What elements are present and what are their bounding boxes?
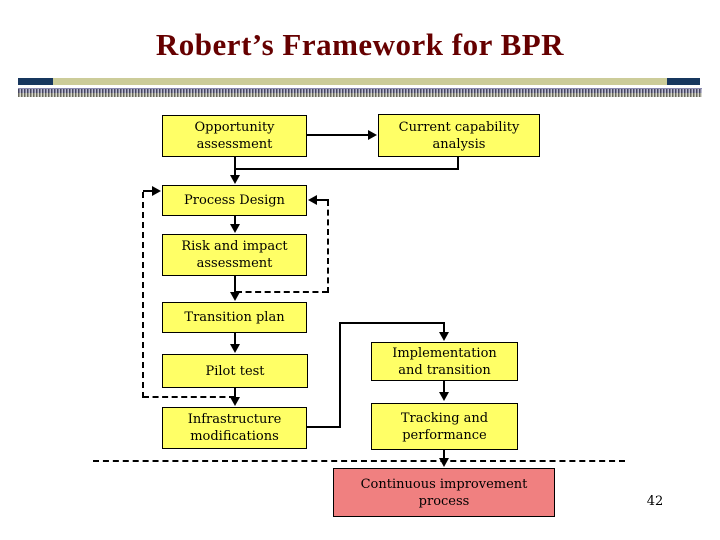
connector-opportunity-down <box>234 157 236 178</box>
flow-node-continuous-improvement-process: Continuous improvement process <box>333 468 555 517</box>
flow-node-pilot-test: Pilot test <box>162 354 308 388</box>
arrowhead-into-risk <box>230 224 240 233</box>
feedback-left-vertical <box>142 192 144 398</box>
page-number: 42 <box>646 494 664 509</box>
arrowhead-into-pilot <box>230 344 240 353</box>
connector-opportunity-to-capability <box>307 134 369 136</box>
arrowhead-into-tracking <box>439 392 449 401</box>
flow-node-infrastructure-modifications: Infrastructure modifications <box>162 407 307 449</box>
feedback-right-top <box>317 199 329 201</box>
feedback-right-bottom <box>236 291 328 293</box>
arrowhead-into-continuous <box>439 458 449 467</box>
feedback-left-bottom <box>143 396 235 398</box>
divider-stripe-top <box>18 88 702 93</box>
flow-node-tracking-and-performance: Tracking and performance <box>371 403 518 450</box>
connector-into-implementation <box>443 324 445 334</box>
divider-tan-bar <box>53 78 667 85</box>
connector-infrastructure-out <box>307 426 341 428</box>
flow-node-risk-and-impact-assessment: Risk and impact assessment <box>162 234 307 276</box>
arrowhead-feedback-into-process-design-right <box>308 195 317 205</box>
flow-node-process-design: Process Design <box>162 185 307 216</box>
arrowhead-into-infrastructure <box>230 397 240 406</box>
feedback-right-vertical <box>327 200 329 293</box>
arrowhead-into-implementation <box>439 332 449 341</box>
connector-implementation-to-tracking <box>443 381 445 394</box>
divider-navy-left-cap <box>18 78 53 85</box>
flow-node-current-capability-analysis: Current capability analysis <box>378 114 540 157</box>
connector-loop-vertical <box>339 322 341 428</box>
connector-pilot-to-infrastructure <box>234 388 236 399</box>
flow-node-implementation-and-transition: Implementation and transition <box>371 342 518 381</box>
arrowhead-feedback-into-process-design-left <box>152 186 161 196</box>
connector-risk-to-transition <box>234 276 236 294</box>
connector-loop-horizontal <box>339 322 445 324</box>
divider-stripe-bottom <box>18 93 702 97</box>
improvement-boundary-dashed-line <box>93 460 625 462</box>
connector-process-design-to-risk <box>234 216 236 226</box>
connector-join-horizontal <box>234 168 459 170</box>
flow-node-transition-plan: Transition plan <box>162 302 307 333</box>
feedback-left-top <box>143 190 154 192</box>
arrowhead-into-transition <box>230 292 240 301</box>
arrowhead-into-process-design <box>230 175 240 184</box>
connector-capability-down <box>457 157 459 170</box>
connector-transition-to-pilot <box>234 333 236 346</box>
connector-tracking-to-continuous <box>443 450 445 459</box>
flow-node-opportunity-assessment: Opportunity assessment <box>162 115 307 157</box>
divider-navy-right-cap <box>667 78 700 85</box>
arrowhead-into-capability <box>368 130 377 140</box>
slide-title: Robert’s Framework for BPR <box>155 27 565 62</box>
